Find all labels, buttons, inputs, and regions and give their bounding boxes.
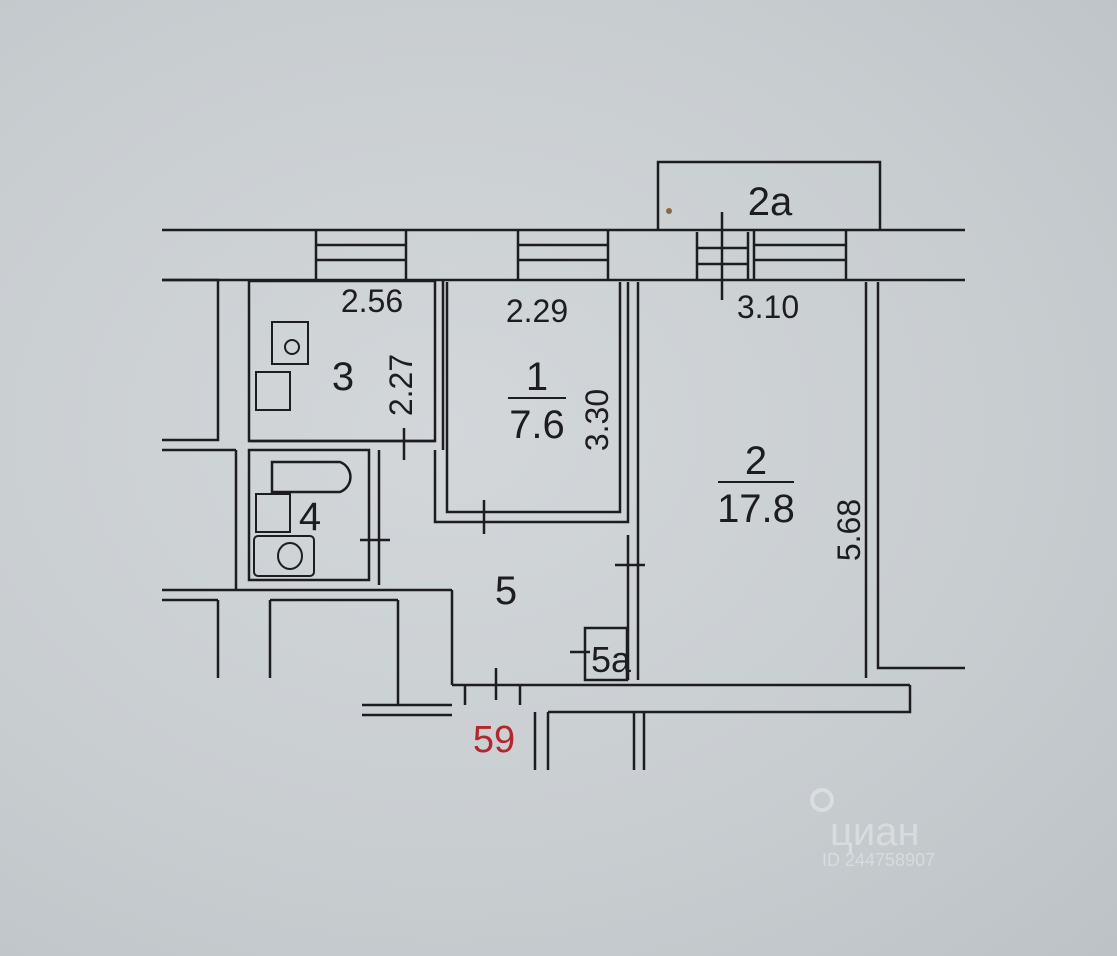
window-room2 <box>752 230 848 280</box>
room-2-area: 17.8 <box>717 487 795 531</box>
sink-icon <box>255 493 291 533</box>
room-1-area: 7.6 <box>509 403 565 447</box>
cian-logo-icon <box>810 788 834 812</box>
room-2-label: 2 <box>745 439 767 483</box>
window-room1 <box>516 230 610 280</box>
room1-width-dim: 2.29 <box>506 293 568 329</box>
balcony-door <box>695 212 750 300</box>
room-5a-label: 5a <box>591 639 632 680</box>
room-1-label: 1 <box>526 355 548 399</box>
stove-icon <box>255 371 291 411</box>
toilet-icon <box>253 535 315 577</box>
room-2a-label: 2a <box>748 180 793 224</box>
watermark-id: ID 244758907 <box>822 850 935 870</box>
room2-width-dim: 3.10 <box>737 289 799 325</box>
washbasin-icon <box>271 321 309 365</box>
cian-watermark: циан ID 244758907 <box>810 788 935 870</box>
room1-depth-dim: 3.30 <box>579 389 615 451</box>
watermark-brand: циан <box>830 810 920 854</box>
balcony-mark-icon <box>666 208 672 214</box>
apartment-number: 59 <box>473 719 515 761</box>
room2-depth-dim: 5.68 <box>831 499 867 561</box>
toilet-bowl-icon <box>277 542 303 570</box>
room-4-label: 4 <box>299 495 321 539</box>
room3-width-dim: 2.56 <box>341 283 403 319</box>
room-3-label: 3 <box>332 355 354 399</box>
washbasin-drain-icon <box>284 339 300 355</box>
walls <box>162 160 965 770</box>
room3-depth-dim: 2.27 <box>383 354 419 416</box>
window-room3 <box>314 230 408 280</box>
fixtures <box>253 321 315 577</box>
room-5-label: 5 <box>495 569 517 613</box>
